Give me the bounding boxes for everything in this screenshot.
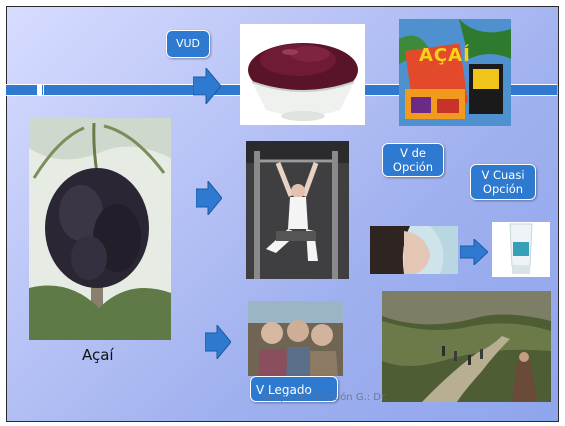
arrow-right-icon [195,179,223,219]
hiking-trail-photo [382,291,551,402]
product-box-text: AÇAÍ [419,45,471,66]
arrow-right-icon [192,66,222,108]
acai-caption: Açaí [82,346,114,364]
acai-bowl-photo [240,24,365,125]
title-bar-separator [43,85,44,95]
v-opcion-label: V de Opción [382,143,444,177]
v-cuasi-opcion-label: V Cuasi Opción [470,164,536,200]
acai-palm-photo [29,118,171,340]
v-legado-label: V Legado [250,376,338,402]
vud-label: VUD [166,30,210,58]
cream-tube-photo [492,222,550,277]
gym-woman-photo [246,141,349,279]
acai-products-photo: AÇAÍ [399,19,511,126]
arrow-right-icon [459,237,489,269]
hair-woman-photo [370,226,458,274]
title-bar-separator [37,85,42,95]
elderly-people-photo [248,301,343,376]
arrow-right-icon [204,323,232,363]
footer-text: Grupo N°: Lección G.: Dr. [262,392,388,403]
